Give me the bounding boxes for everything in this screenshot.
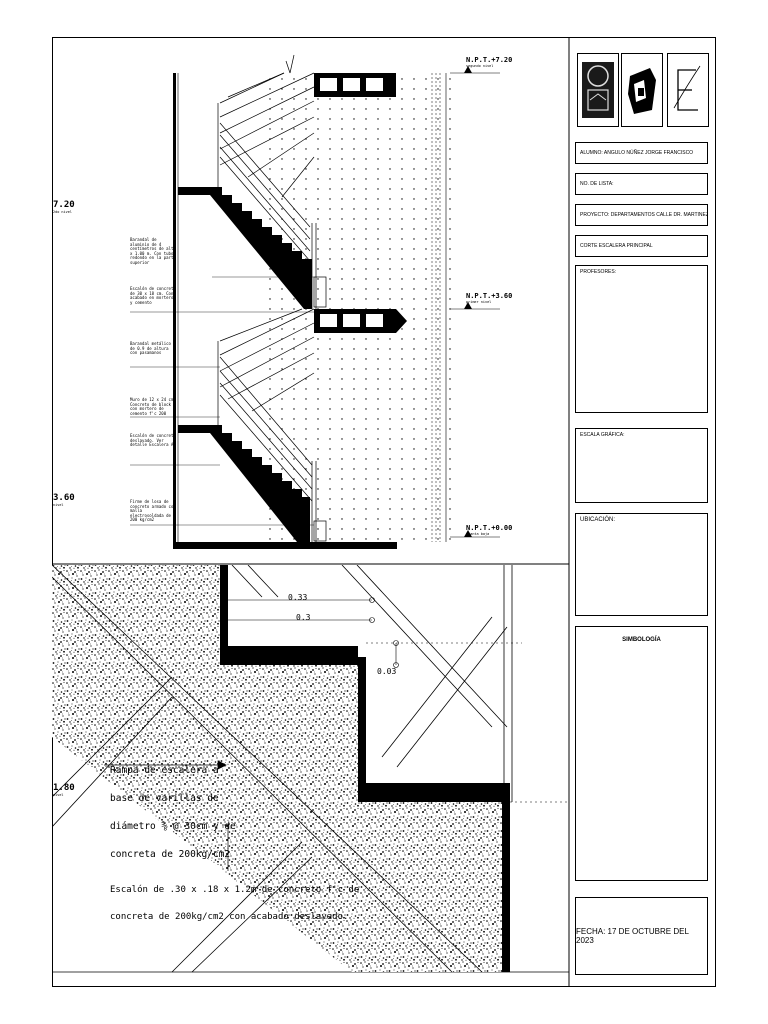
professors-box: PROFESORES: bbox=[575, 265, 708, 413]
detail-note2-line-1: Escalón de .30 x .18 x 1.2m de concreto … bbox=[110, 885, 360, 895]
stair-detail bbox=[52, 565, 567, 973]
detail-note-line-3: diámetro ⅜ @ 30cm y de bbox=[110, 821, 236, 832]
faculty-logo bbox=[621, 53, 663, 127]
dim-step-nosing: 0.03 bbox=[377, 667, 397, 676]
note-muro-block: Muro de 12 x 24 cm. Concreto de block co… bbox=[130, 397, 176, 416]
graphic-scale-box: ESCALA GRÁFICA: bbox=[575, 428, 708, 503]
detail-note2-line-2: concreta de 200kg/cm2 con acabado deslav… bbox=[110, 912, 349, 922]
detail-note-line-1: Rampa de escalera a bbox=[110, 765, 219, 776]
drawing-title-field: CORTE ESCALERA PRINCIPAL bbox=[575, 235, 708, 257]
date-text: FECHA: 17 DE OCTUBRE DEL 2023 bbox=[576, 927, 689, 945]
symbology-title: SIMBOLOGÍA bbox=[622, 637, 661, 643]
list-number-field: NO. DE LISTA: bbox=[575, 173, 708, 195]
location-box: UBICACIÓN: bbox=[575, 513, 708, 616]
dim-step-run: 0.33 bbox=[288, 593, 308, 602]
detail-note-line-4: concreta de 200kg/cm2 bbox=[110, 849, 231, 860]
student-name-field: ALUMNO: ANGULO NÚÑEZ JORGE FRANCISCO bbox=[575, 142, 708, 164]
university-seal-logo bbox=[577, 53, 619, 127]
stair-section-drawing bbox=[52, 37, 570, 987]
detail-note-line-2: base de varillas de bbox=[110, 793, 219, 804]
note-escalon-concreto: Escalón de concreto de 30 x 18 cm. Con a… bbox=[130, 286, 176, 305]
dim-step-tread: 0.3 bbox=[296, 613, 311, 622]
school-e-logo bbox=[667, 53, 709, 127]
note-escalon-deslavado: Escalón de concreto deslavado. Ver detal… bbox=[130, 433, 176, 448]
date-box: FECHA: 17 DE OCTUBRE DEL 2023 bbox=[575, 897, 708, 975]
drawing-sheet bbox=[52, 37, 716, 987]
note-barandal-aluminio: Barandal de aluminio de 4 centímetros de… bbox=[130, 237, 176, 265]
note-firme-losa: Firme de losa de concreto armado con mal… bbox=[130, 499, 176, 523]
symbology-box: SIMBOLOGÍA bbox=[575, 626, 708, 881]
stair-section bbox=[130, 54, 500, 549]
note-barandal-metalico: Barandal metálico de 0.9 de altura con p… bbox=[130, 341, 171, 356]
project-name-field: PROYECTO: DEPARTAMENTOS CALLE DR. MARTIN… bbox=[575, 204, 708, 226]
